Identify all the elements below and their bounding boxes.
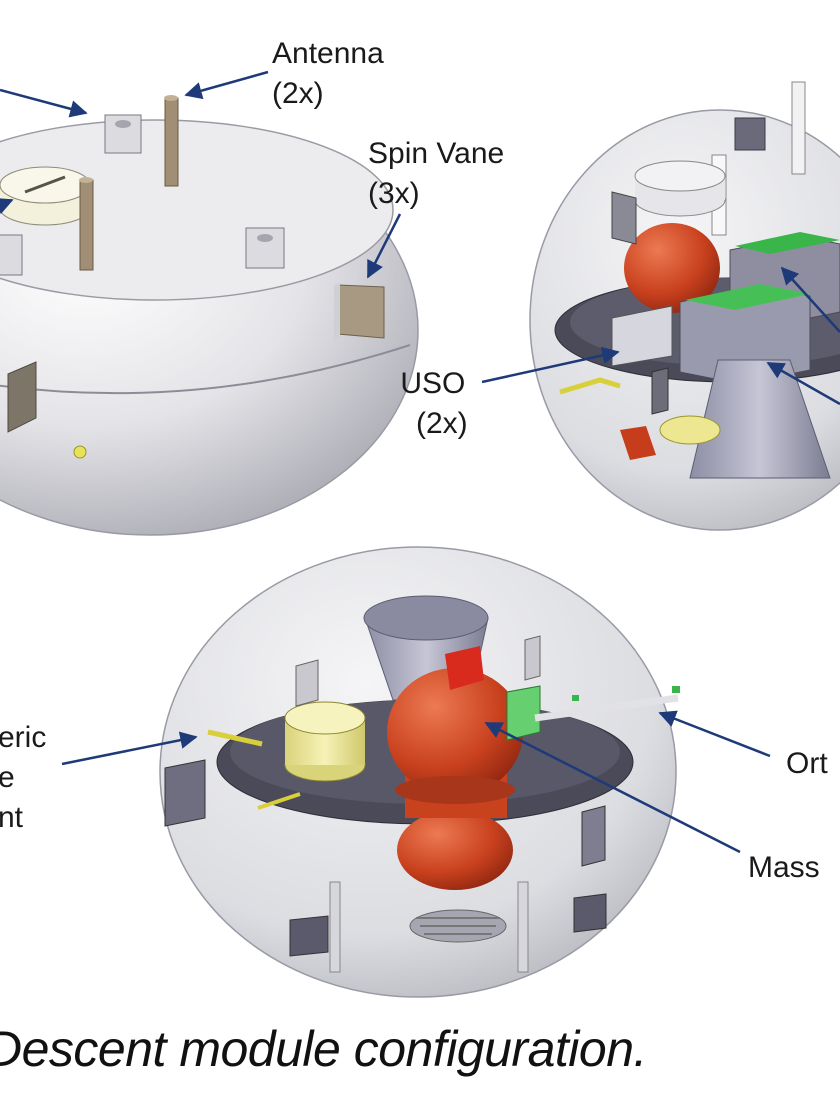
arrow-ortho (658, 710, 771, 758)
arrow-antenna (184, 70, 269, 100)
label-atmospheric-instrument: eric e nt (0, 721, 47, 834)
label-uso: USO (2x) (400, 367, 468, 440)
bottom-cutaway-module-view (159, 546, 680, 998)
label-mass: Mass (748, 851, 820, 884)
closed-module-view (0, 95, 419, 536)
label-spin-vane: Spin Vane (3x) (368, 137, 505, 210)
arrow-mass (484, 721, 741, 854)
label-antenna: Antenna (2x) (272, 37, 384, 110)
cutaway-module-view (529, 81, 840, 531)
arrow-uso (481, 346, 620, 384)
label-ortho: Ort (786, 747, 828, 780)
arrow-box-upper (780, 266, 840, 333)
arrow-atmospheric-instrument (61, 731, 198, 766)
callout-arrows (0, 70, 840, 854)
arrow-top-left-antenna (0, 88, 88, 118)
arrow-spin-vane (366, 213, 402, 279)
arrow-box-lower (766, 361, 840, 406)
figure-caption: Descent module configuration. (0, 1021, 647, 1077)
arrow-instrument-cylinder (0, 197, 14, 215)
